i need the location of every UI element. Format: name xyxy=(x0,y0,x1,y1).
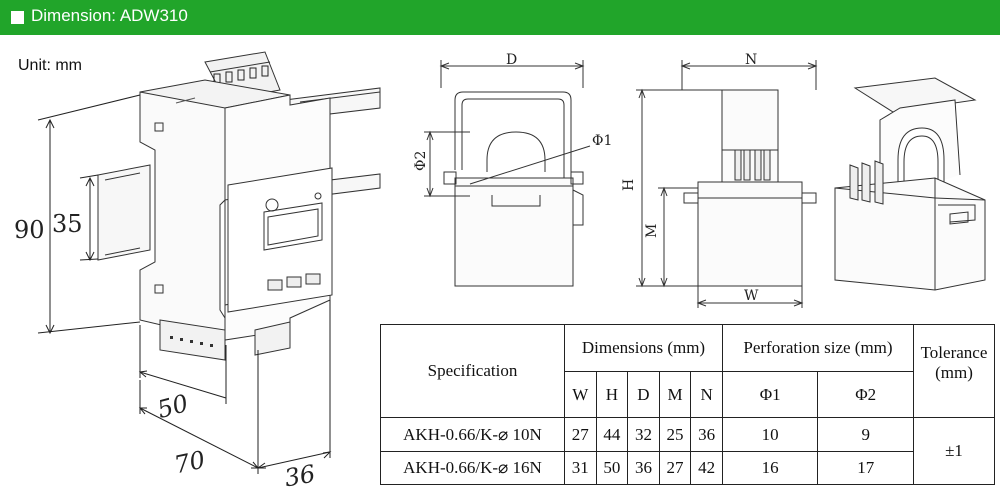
ct-label-phi2: Φ2 xyxy=(413,151,429,171)
button-icon xyxy=(286,276,302,288)
section-title: Dimension: ADW310 xyxy=(31,6,188,25)
cell: 10 xyxy=(721,417,819,452)
ct-front-body xyxy=(454,177,574,287)
cell: 42 xyxy=(690,450,723,486)
subheader-phi2: Φ2 xyxy=(817,370,914,419)
square-bullet-icon xyxy=(11,11,24,24)
ct-label-n: N xyxy=(745,52,757,68)
cell: 16 xyxy=(721,450,819,486)
knob-icon xyxy=(265,198,279,212)
cell: 27 xyxy=(658,450,692,486)
section-header: Dimension: ADW310 xyxy=(0,0,1000,35)
specification-table: Specification Dimensions (mm) Perforatio… xyxy=(380,323,995,486)
cell: 32 xyxy=(627,417,660,452)
subheader-n: N xyxy=(690,370,723,419)
dim-36-label: 36 xyxy=(282,460,317,490)
button-icon xyxy=(267,279,283,291)
header-specification: Specification xyxy=(380,323,565,419)
rail-clip xyxy=(97,164,151,261)
subheader-phi1: Φ1 xyxy=(721,370,819,419)
ct-label-d: D xyxy=(506,52,517,68)
cell: 25 xyxy=(658,417,692,452)
cell: 27 xyxy=(564,417,597,452)
button-icon xyxy=(305,273,321,285)
subheader-h: H xyxy=(595,370,629,419)
ct-label-h: H xyxy=(621,179,637,191)
cell: 36 xyxy=(690,417,723,452)
ct-label-m: M xyxy=(644,224,660,238)
tolerance-value: ±1 xyxy=(913,417,995,485)
cell: 9 xyxy=(817,417,914,452)
cell: 31 xyxy=(564,450,597,486)
table-row: AKH-0.66/K-⌀ 10N 27 44 32 25 36 10 9 ±1 xyxy=(380,417,995,485)
ct-label-w: W xyxy=(744,288,759,304)
header-tolerance: Tolerance (mm) xyxy=(913,323,995,419)
row-spec: AKH-0.66/K-⌀ 16N xyxy=(380,450,565,486)
cell: 44 xyxy=(595,417,629,452)
subheader-m: M xyxy=(658,370,692,419)
dim-35-label: 35 xyxy=(52,210,83,238)
dim-90-label: 90 xyxy=(14,216,45,244)
subheader-w: W xyxy=(564,370,597,419)
table-row: AKH-0.66/K-⌀ 16N 31 50 36 27 42 16 17 xyxy=(380,450,995,486)
dim-70-label: 70 xyxy=(172,446,208,480)
header-dimensions: Dimensions (mm) xyxy=(564,324,723,372)
row-spec: AKH-0.66/K-⌀ 10N xyxy=(380,417,565,452)
unit-label: Unit: mm xyxy=(18,57,82,74)
subheader-d: D xyxy=(627,370,660,419)
cell: 36 xyxy=(627,450,660,486)
header-perforation: Perforation size (mm) xyxy=(721,324,915,372)
cell: 50 xyxy=(595,450,629,486)
ct-side-body xyxy=(697,181,803,287)
cell: 17 xyxy=(817,450,914,486)
ct-label-phi1: Φ1 xyxy=(592,133,612,149)
